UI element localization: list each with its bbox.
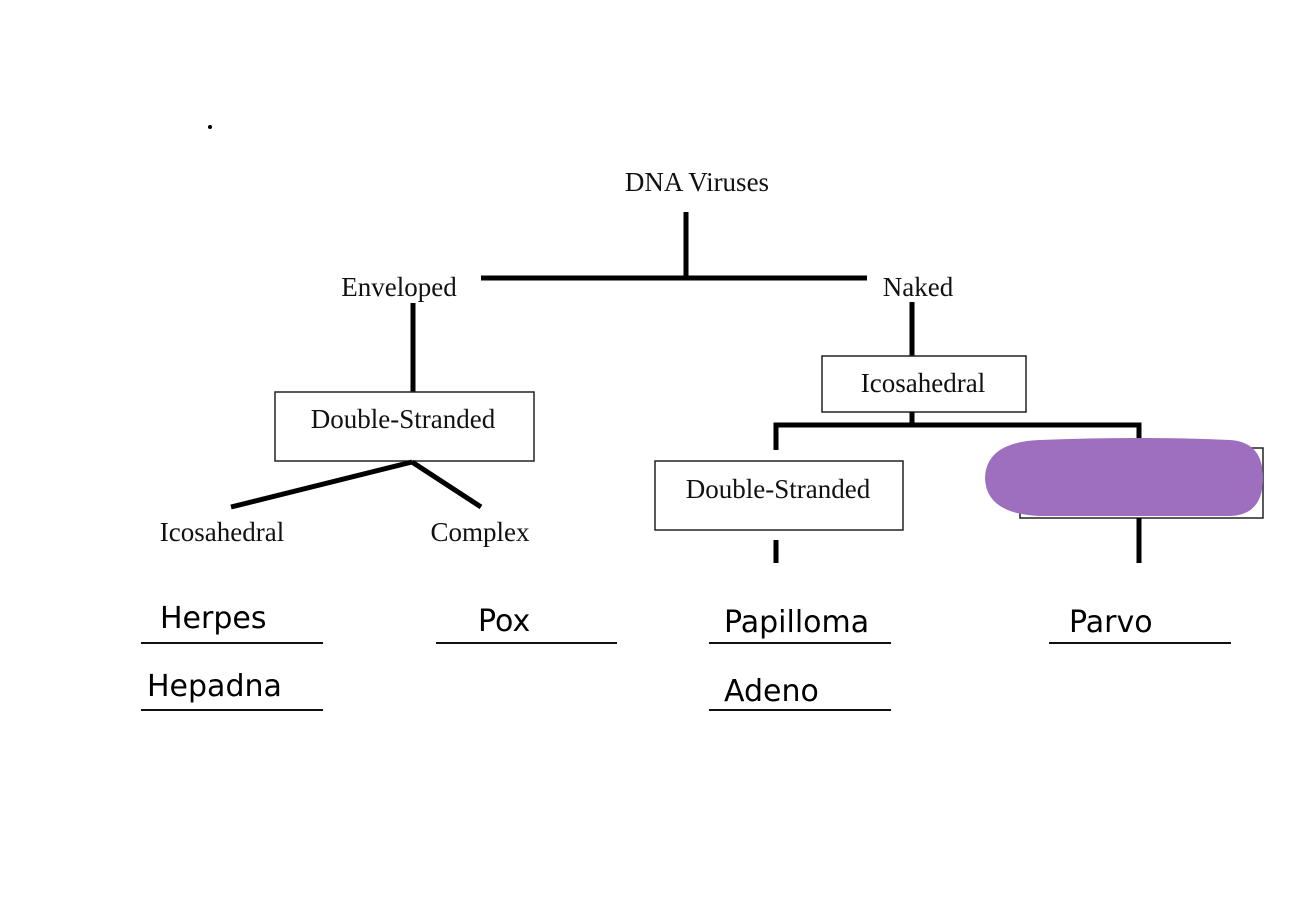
- answer-papilloma: Papilloma: [724, 605, 869, 640]
- naked-label: Naked: [883, 272, 954, 302]
- enveloped-double-stranded-label: Double-Stranded: [311, 404, 496, 434]
- naked-double-stranded-box: [654, 460, 904, 531]
- naked-icosahedral-box: [821, 355, 1027, 413]
- answer-adeno: Adeno: [724, 674, 819, 709]
- edge-to-icosahedral: [230, 459, 413, 510]
- edge-to-complex: [410, 459, 483, 510]
- answer-hepadna: Hepadna: [147, 669, 282, 704]
- naked-icosahedral-label: Icosahedral: [861, 368, 985, 398]
- naked-double-stranded-label: Double-Stranded: [686, 474, 871, 504]
- redaction-scribble: [985, 438, 1263, 516]
- root-label: DNA Viruses: [625, 167, 769, 197]
- answer-herpes: Herpes: [160, 601, 266, 636]
- enveloped-icosahedral-label: Icosahedral: [160, 517, 284, 547]
- answer-parvo: Parvo: [1069, 605, 1153, 640]
- enveloped-double-stranded-box: [274, 391, 535, 462]
- answer-pox: Pox: [478, 604, 530, 639]
- stray-dot: [208, 125, 212, 129]
- enveloped-complex-label: Complex: [431, 517, 530, 547]
- enveloped-label: Enveloped: [341, 272, 457, 302]
- naked-crossbar: [773, 422, 1142, 450]
